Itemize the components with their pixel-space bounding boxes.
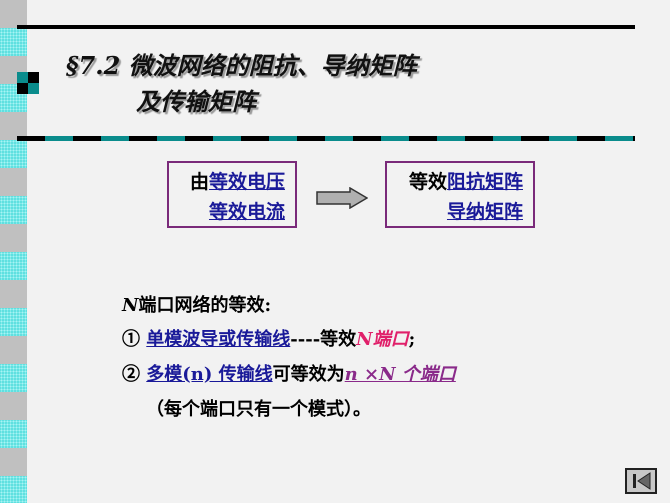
decor-strip (0, 0, 27, 28)
result-box: 等效阻抗矩阵 导纳矩阵 (385, 161, 535, 228)
decor-strip (0, 112, 27, 140)
decor-strip (0, 196, 27, 224)
item-note: （每个端口只有一个模式）。 (146, 399, 371, 420)
arrow-right-icon (316, 187, 368, 209)
decor-strip (0, 336, 27, 364)
first-slide-icon (633, 472, 651, 490)
item-text: 可等效为 (272, 364, 345, 385)
decor-strip (0, 392, 27, 420)
decor-strip (0, 420, 27, 448)
list-item: ① 单模波导或传输线----等效N端口; (122, 325, 415, 351)
first-slide-button[interactable] (625, 468, 657, 494)
decor-strip (0, 140, 27, 168)
box-prefix: 等效 (408, 171, 447, 193)
decor-square (17, 72, 28, 83)
decor-square (28, 83, 39, 94)
source-box: 由等效电压 等效电流 (167, 161, 297, 228)
decor-square (28, 72, 39, 83)
link-equivalent-voltage[interactable]: 等效电压 (208, 171, 285, 193)
highlight-text: N端口 (356, 329, 409, 350)
link-single-mode[interactable]: 单模波导或传输线 (146, 329, 291, 350)
body-heading: N端口网络的等效: (122, 291, 271, 317)
item-number: ① (122, 329, 140, 350)
link-nxn-ports[interactable]: n ×N 个端口 (344, 364, 456, 385)
decor-strip (0, 448, 27, 476)
link-equivalent-current[interactable]: 等效电流 (208, 201, 285, 223)
decor-strip (0, 280, 27, 308)
n-symbol: N (122, 295, 139, 316)
top-rule (17, 25, 635, 29)
link-admittance-matrix[interactable]: 导纳矩阵 (446, 201, 523, 223)
link-impedance-matrix[interactable]: 阻抗矩阵 (446, 171, 523, 193)
item-number: ② (122, 364, 140, 385)
decor-square (17, 83, 28, 94)
decor-strip (0, 224, 27, 252)
item-text: ; (408, 329, 416, 350)
decor-strip (0, 168, 27, 196)
decor-strip (0, 364, 27, 392)
box-prefix: 由 (189, 171, 209, 193)
bottom-rule (17, 136, 635, 141)
list-item: ② 多模(n) 传输线可等效为n ×N 个端口 (122, 360, 456, 386)
decor-strip (0, 308, 27, 336)
decor-strip (0, 28, 27, 56)
heading-text: 端口网络的等效: (138, 295, 272, 316)
slide-title-line2: 及传输矩阵 (136, 87, 256, 116)
link-multimode[interactable]: 多模(n) 传输线 (146, 364, 273, 385)
item-text: ----等效 (290, 329, 357, 350)
decor-strip (0, 476, 27, 503)
decor-strip (0, 252, 27, 280)
slide-title: §7.2 微波网络的阻抗、导纳矩阵 (66, 51, 417, 80)
